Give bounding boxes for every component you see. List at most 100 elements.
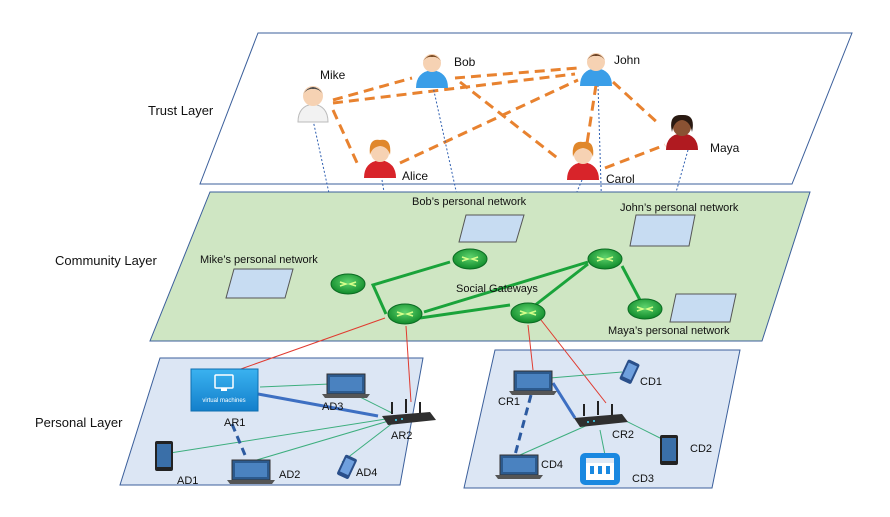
network-box	[669, 293, 737, 323]
gateway-bob[interactable]	[452, 248, 488, 270]
alice-device-links	[169, 383, 395, 463]
person-label-alice: Alice	[402, 169, 428, 183]
maya-personal-network[interactable]: Maya’s personal network	[608, 293, 737, 337]
laptop-icon	[227, 459, 275, 484]
device-label-ar1: AR1	[224, 417, 245, 429]
gateway-mike[interactable]	[330, 273, 366, 295]
person-alice[interactable]: Alice	[364, 139, 428, 183]
link-gateway-vm	[237, 317, 386, 371]
gateway-carol[interactable]	[510, 302, 546, 324]
device-label-cd2: CD2	[690, 443, 712, 455]
trust-edge-john-maya	[611, 80, 662, 127]
trust-layer-label: Trust Layer	[148, 103, 214, 118]
trust-edge-carol-maya	[604, 143, 666, 170]
gateway-john[interactable]	[587, 248, 623, 270]
device-label-ar2: AR2	[391, 430, 412, 442]
device-label-ad4: AD4	[356, 467, 377, 479]
gateway-link-john-maya	[620, 265, 642, 301]
laptop-icon	[495, 454, 543, 479]
laptop-icon	[322, 373, 370, 398]
person-bob[interactable]: Bob	[416, 54, 476, 88]
person-mike[interactable]: Mike	[297, 68, 346, 123]
trust-edge-bob-john	[454, 66, 579, 80]
person-icon	[364, 139, 396, 178]
network-box	[225, 268, 294, 299]
gateway-alice[interactable]	[387, 303, 423, 325]
device-cd2[interactable]: CD2	[660, 435, 712, 465]
person-icon	[297, 86, 329, 123]
gateway-link-alice-carol	[419, 303, 511, 320]
phone-icon	[619, 359, 640, 384]
gateway-link-carol-john	[533, 262, 589, 308]
community-layer-label: Community Layer	[55, 253, 158, 268]
device-cd3[interactable]: CD3	[580, 453, 654, 485]
tablet-icon	[660, 435, 678, 465]
link-gateway-cr2	[540, 319, 607, 404]
person-label-maya: Maya	[710, 141, 740, 155]
trust-layer-plane	[199, 32, 853, 185]
device-label-ad3: AD3	[322, 401, 343, 413]
device-label-cd1: CD1	[640, 376, 662, 388]
tablet-icon	[155, 441, 173, 471]
trust-edge-mike-bob	[332, 76, 413, 102]
gateway-access-links	[237, 317, 607, 404]
bob-personal-network[interactable]: Bob’s personal network	[412, 196, 527, 243]
device-cr2[interactable]: CR2	[574, 401, 634, 441]
network-box	[629, 214, 696, 247]
person-label-bob: Bob	[454, 55, 476, 69]
network-box	[458, 214, 525, 243]
person-label-carol: Carol	[606, 172, 635, 186]
device-ar1[interactable]: virtual machines AR1	[190, 368, 259, 429]
device-ad1[interactable]: AD1	[155, 441, 198, 487]
gateway-link-alice-john	[423, 260, 589, 314]
network-label-bob: Bob’s personal network	[412, 196, 527, 208]
device-label-cd3: CD3	[632, 473, 654, 485]
device-ar2[interactable]: AR2	[382, 399, 436, 442]
store-app-icon	[580, 453, 620, 485]
device-label-ad2: AD2	[279, 469, 300, 481]
trust-edge-bob-carol	[459, 80, 561, 162]
device-cd1[interactable]: CD1	[619, 359, 662, 388]
laptop-icon	[509, 370, 557, 395]
device-label-cr2: CR2	[612, 429, 634, 441]
person-maya[interactable]: Maya	[666, 114, 740, 155]
mike-personal-network[interactable]: Mike’s personal network	[200, 254, 318, 299]
wifi-router-icon	[382, 399, 436, 425]
personal-layer-label: Personal Layer	[35, 415, 123, 430]
device-label-cr1: CR1	[498, 396, 520, 408]
network-label-maya: Maya’s personal network	[608, 325, 730, 337]
person-icon	[416, 54, 448, 88]
device-cr1[interactable]: CR1	[498, 370, 557, 408]
trust-edge-alice-john	[399, 78, 579, 165]
vm-label: virtual machines	[202, 398, 245, 404]
device-ad3[interactable]: AD3	[322, 373, 370, 413]
gateway-link-alice-bob	[370, 260, 451, 315]
gateway-links	[370, 260, 642, 320]
person-label-mike: Mike	[320, 68, 346, 82]
network-label-john: John’s personal network	[620, 202, 739, 214]
person-icon	[666, 114, 698, 150]
trust-relationships	[331, 66, 666, 170]
person-label-john: John	[614, 53, 640, 67]
person-icon	[580, 53, 612, 86]
device-ad2[interactable]: AD2	[227, 459, 300, 484]
network-label-mike: Mike’s personal network	[200, 254, 318, 266]
trust-edge-mike-john	[332, 72, 576, 105]
phone-icon	[337, 454, 357, 479]
trust-edge-john-carol	[584, 84, 598, 151]
person-carol[interactable]: Carol	[567, 141, 635, 186]
device-label-cd4: CD4	[541, 459, 563, 471]
device-ad4[interactable]: AD4	[336, 454, 377, 479]
device-label-ad1: AD1	[177, 475, 198, 487]
link-gateway-cr1	[527, 324, 534, 371]
gateway-maya[interactable]	[627, 298, 663, 320]
trust-edge-mike-alice	[331, 109, 360, 166]
john-personal-network[interactable]: John’s personal network	[620, 202, 739, 247]
link-gateway-ar2	[405, 325, 412, 403]
person-john[interactable]: John	[580, 53, 640, 86]
device-cd4[interactable]: CD4	[495, 454, 563, 479]
wifi-router-icon	[574, 401, 628, 427]
person-icon	[567, 141, 599, 180]
social-gateways-label: Social Gateways	[456, 283, 538, 295]
